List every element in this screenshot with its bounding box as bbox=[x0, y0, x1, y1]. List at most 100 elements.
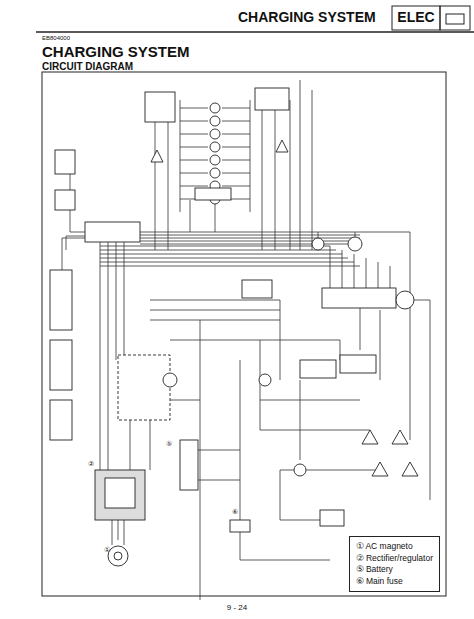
connector-box bbox=[255, 88, 289, 110]
callout-number: ② bbox=[88, 460, 94, 468]
wire bbox=[380, 310, 381, 380]
meter-symbol bbox=[312, 238, 324, 250]
sensor-symbol bbox=[396, 291, 414, 309]
wire bbox=[140, 244, 360, 245]
wire bbox=[100, 266, 360, 267]
relay-symbol bbox=[163, 373, 177, 387]
switch-box bbox=[50, 400, 72, 440]
wire bbox=[300, 380, 301, 460]
connector-box bbox=[55, 190, 75, 210]
header-title: CHARGING SYSTEM bbox=[238, 10, 376, 25]
wire bbox=[130, 420, 131, 470]
subheading: CIRCUIT DIAGRAM bbox=[42, 61, 133, 72]
wire bbox=[260, 430, 370, 431]
wire bbox=[300, 80, 301, 250]
wire bbox=[116, 240, 117, 360]
legend-entry: ① AC magneto bbox=[356, 541, 433, 552]
turn-signal-symbol bbox=[151, 150, 163, 162]
turn-signal-symbol bbox=[402, 462, 418, 476]
lamp-symbol bbox=[210, 103, 220, 113]
doc-code: EB804000 bbox=[42, 35, 70, 42]
battery-symbol bbox=[180, 440, 198, 490]
callout-number: ① bbox=[104, 546, 110, 554]
wire bbox=[280, 470, 281, 520]
wire bbox=[222, 147, 250, 148]
wire bbox=[140, 241, 360, 242]
legend-entry: ⑥ Main fuse bbox=[356, 576, 433, 587]
wire bbox=[260, 340, 261, 430]
horn-symbol bbox=[294, 464, 306, 476]
wire bbox=[180, 147, 208, 148]
wire bbox=[180, 173, 208, 174]
wire bbox=[100, 240, 101, 470]
wire bbox=[312, 90, 313, 250]
wire bbox=[360, 232, 410, 440]
page-number: 9 - 24 bbox=[227, 604, 247, 613]
wire bbox=[290, 100, 291, 250]
wire bbox=[180, 186, 208, 187]
lamp-symbol bbox=[210, 168, 220, 178]
wire bbox=[180, 160, 208, 161]
wire bbox=[260, 400, 360, 401]
lamp-symbol bbox=[210, 142, 220, 152]
wire bbox=[100, 254, 342, 255]
wire bbox=[262, 96, 263, 250]
turn-signal-symbol bbox=[362, 430, 378, 444]
wire bbox=[342, 250, 343, 290]
wire bbox=[112, 520, 113, 545]
wire bbox=[100, 258, 348, 259]
section-tab bbox=[392, 6, 440, 30]
relay-box bbox=[242, 280, 272, 298]
wire bbox=[215, 200, 216, 232]
lamp-symbol bbox=[210, 129, 220, 139]
wire bbox=[140, 235, 360, 236]
main-connector bbox=[85, 222, 140, 242]
wire bbox=[180, 121, 208, 122]
wire bbox=[222, 186, 250, 187]
wire bbox=[275, 96, 276, 250]
turn-signal-symbol bbox=[392, 430, 408, 444]
connector-box bbox=[340, 355, 376, 373]
wire bbox=[118, 520, 119, 540]
connector-box bbox=[300, 360, 336, 378]
wire bbox=[170, 400, 200, 401]
ac-magneto bbox=[108, 546, 128, 566]
wire bbox=[222, 160, 250, 161]
connector-box bbox=[55, 150, 75, 174]
fuse-box bbox=[118, 355, 170, 420]
legend-entry: ⑤ Battery bbox=[356, 564, 433, 575]
wire bbox=[354, 254, 355, 290]
lamp-symbol bbox=[210, 155, 220, 165]
battery-tab bbox=[440, 6, 470, 30]
motor-symbol bbox=[259, 374, 271, 386]
wire bbox=[222, 173, 250, 174]
wire bbox=[330, 246, 331, 290]
wire bbox=[150, 300, 280, 301]
wire bbox=[240, 560, 330, 561]
wire bbox=[180, 100, 181, 212]
components bbox=[50, 88, 418, 566]
header-rule bbox=[36, 31, 474, 33]
section-tag: ELEC bbox=[397, 10, 434, 25]
turn-signal-symbol bbox=[372, 462, 388, 476]
wire bbox=[222, 134, 250, 135]
ac-magneto-core bbox=[114, 552, 122, 560]
wire bbox=[180, 108, 208, 109]
wire bbox=[150, 320, 280, 321]
callout-number: ⑤ bbox=[166, 440, 172, 448]
switch-box bbox=[50, 340, 72, 390]
connector-box bbox=[145, 92, 175, 122]
wire bbox=[200, 320, 201, 600]
wire bbox=[155, 100, 156, 250]
wire bbox=[140, 232, 360, 233]
wire bbox=[108, 240, 109, 470]
wire bbox=[250, 100, 251, 212]
switch-box bbox=[195, 188, 231, 200]
wire bbox=[124, 520, 125, 545]
wire bbox=[100, 262, 354, 263]
wire bbox=[280, 520, 320, 521]
rectifier-regulator bbox=[95, 470, 145, 520]
wire bbox=[222, 121, 250, 122]
wire bbox=[395, 300, 430, 500]
